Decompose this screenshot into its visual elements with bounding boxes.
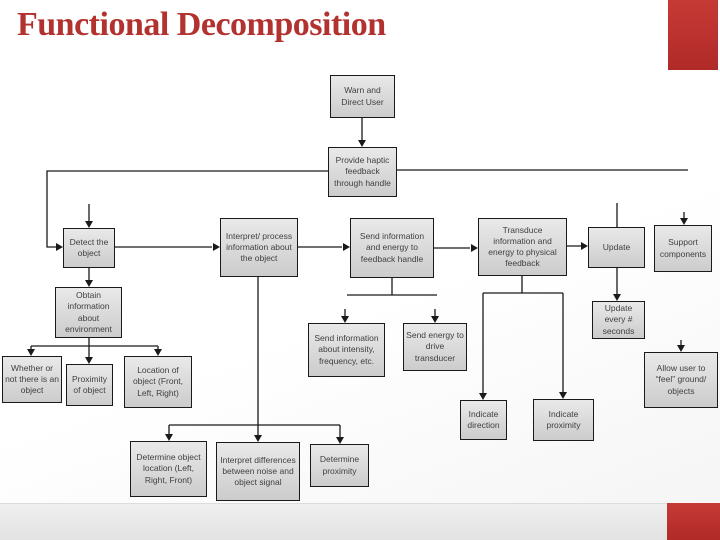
slide-title: Functional Decomposition [17,6,386,43]
node-send-information-intensity: Send information about intensity, freque… [308,323,385,377]
accent-block-top-right [668,0,718,70]
node-warn-and-direct-user: Warn and Direct User [330,75,395,118]
node-interpret-differences-noise: Interpret differences between noise and … [216,442,300,501]
node-determine-object-location: Determine object location (Left, Right, … [130,441,207,497]
node-update: Update [588,227,645,268]
node-obtain-information-environment: Obtain information about environment [55,287,122,338]
node-proximity-of-object: Proximity of object [66,364,113,406]
node-send-energy-transducer: Send energy to drive transducer [403,323,467,371]
node-whether-object: Whether or not there is an object [2,356,62,403]
node-interpret-process-information: Interpret/ process information about the… [220,218,298,277]
node-provide-haptic-feedback: Provide haptic feedback through handle [328,147,397,197]
node-detect-the-object: Detect the object [63,228,115,268]
node-transduce-information-energy: Transduce information and energy to phys… [478,218,567,276]
accent-block-bottom-right [667,503,720,540]
node-location-of-object: Location of object (Front, Left, Right) [124,356,192,408]
node-allow-user-to-feel: Allow user to “feel” ground/ objects [644,352,718,408]
node-support-components: Support components [654,225,712,272]
node-indicate-direction: Indicate direction [460,400,507,440]
footer-band [0,503,720,540]
node-update-every-seconds: Update every # seconds [592,301,645,339]
node-determine-proximity: Determine proximity [310,444,369,487]
node-indicate-proximity: Indicate proximity [533,399,594,441]
node-send-information-energy-handle: Send information and energy to feedback … [350,218,434,278]
